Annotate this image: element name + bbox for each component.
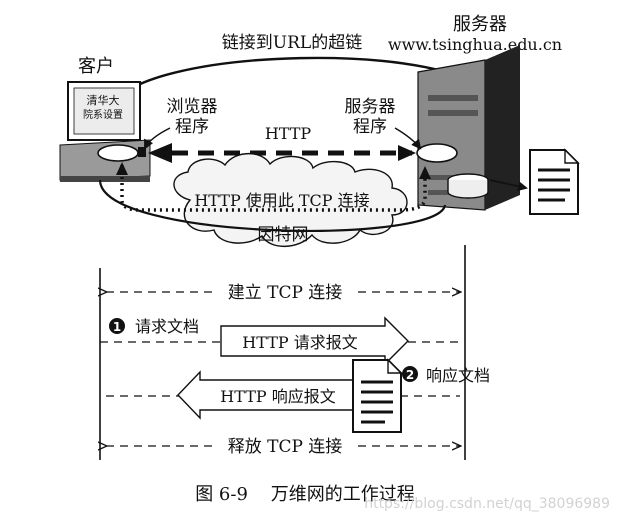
step2-label: 响应文档 xyxy=(426,366,490,385)
step1-label: 请求文档 xyxy=(135,317,199,336)
establish-label: 建立 TCP 连接 xyxy=(228,283,343,303)
step2-marker: 2 xyxy=(406,368,414,382)
step1-marker: 1 xyxy=(113,320,121,334)
request-message-label: HTTP 请求报文 xyxy=(242,333,357,352)
browser-program-ellipse xyxy=(97,144,139,162)
monitor-text-2: 院系设置 xyxy=(83,108,123,121)
disk-icon xyxy=(447,173,489,199)
hyperlink-label: 链接到URL的超链 xyxy=(222,33,362,53)
server-to-document-line xyxy=(489,179,528,192)
release-label: 释放 TCP 连接 xyxy=(228,437,343,457)
http-arrowhead-right xyxy=(398,145,416,161)
client-computer: 清华大 院系设置 xyxy=(59,81,151,182)
request-message-arrow xyxy=(220,316,409,366)
tcp-arrowhead-right xyxy=(419,166,431,179)
server-prog-label-2: 程序 xyxy=(353,117,387,137)
browser-pointer xyxy=(144,127,171,150)
watermark-url: https://blog.csdn.net/qq_38096989 xyxy=(364,496,610,512)
server-prog-pointer xyxy=(394,127,422,150)
document-icon-response xyxy=(352,358,403,433)
server-tower xyxy=(417,45,520,211)
step2-marker-circle xyxy=(402,366,418,382)
server-program-ellipse xyxy=(416,143,458,163)
http-arrowhead-left xyxy=(148,143,172,163)
response-message-label: HTTP 响应报文 xyxy=(220,387,335,406)
monitor-text-1: 清华大 xyxy=(87,93,120,107)
internet-label: 因特网 xyxy=(258,225,309,245)
server-prog-label-1: 服务器 xyxy=(345,97,396,117)
figure-caption: 图 6-9 万维网的工作过程 xyxy=(195,484,415,505)
browser-label-2: 程序 xyxy=(175,117,209,137)
tcp-label: HTTP 使用此 TCP 连接 xyxy=(194,191,369,210)
step1-marker-circle xyxy=(109,318,125,334)
lower-connection-curve xyxy=(98,179,447,232)
client-label: 客户 xyxy=(78,56,114,77)
browser-label-1: 浏览器 xyxy=(167,97,218,117)
tcp-arrowhead-left xyxy=(116,162,128,175)
browser-socket xyxy=(138,147,146,157)
server-url: www.tsinghua.edu.cn xyxy=(388,35,562,54)
document-icon-top xyxy=(529,148,580,215)
tcp-connection-path xyxy=(120,165,427,212)
response-message-arrow xyxy=(177,370,354,420)
http-label: HTTP xyxy=(265,124,312,143)
internet-cloud xyxy=(173,152,408,247)
server-name: 服务器 xyxy=(453,14,507,35)
